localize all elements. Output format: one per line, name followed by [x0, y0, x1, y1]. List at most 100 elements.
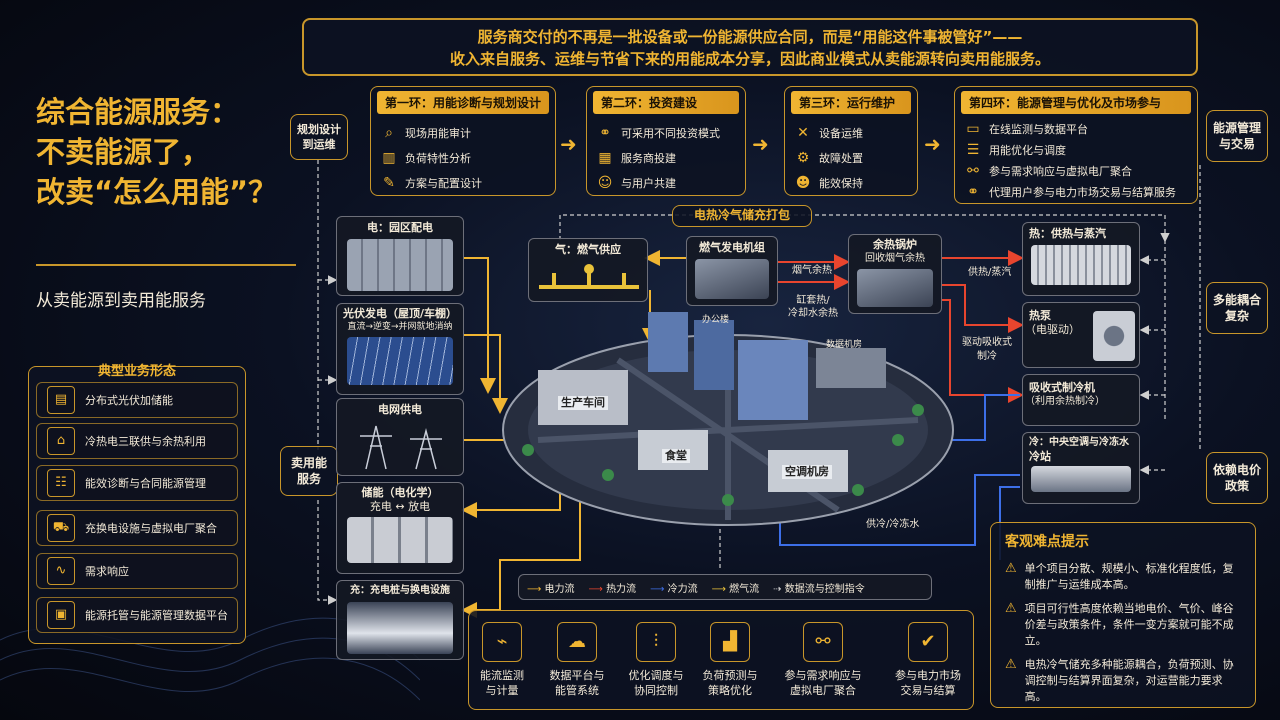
flow-label-cooling: 供冷/冷冻水: [866, 519, 920, 530]
node-power-distribution: 电：园区配电: [336, 216, 464, 296]
monitor-icon: ▭: [966, 120, 980, 137]
bundle-label: 电热冷气储充打包: [672, 205, 812, 227]
module-item: ☁数据平台与 能管系统: [541, 616, 613, 706]
platform-modules-panel: [468, 610, 974, 710]
boiler-image: [857, 269, 933, 307]
module-item: ⌁能流监测 与计量: [466, 616, 538, 706]
node-title: 冷：中央空调与冷冻水: [1029, 437, 1129, 448]
business-item: ∿需求响应: [36, 553, 238, 589]
module-label: 优化调度与 协同控制: [628, 669, 684, 697]
label-office: 办公楼: [702, 315, 730, 325]
stage-item-label: 与用户共建: [621, 176, 676, 190]
stage-4-card: 第四环：能源管理与优化及市场参与 ▭在线监测与数据平台 ☰用能优化与调度 ⚯参与…: [954, 86, 1198, 204]
business-item: ▣能源托管与能源管理数据平台: [36, 597, 238, 633]
power-tower-icon: [360, 425, 442, 470]
banner-line-1: 服务商交付的不再是一批设备或一份能源供应合同，而是“用能这件事被管好”——: [477, 28, 1023, 46]
node-storage: 储能（电化学） 充电 ↔ 放电: [336, 482, 464, 574]
solar-panel-image: [347, 337, 453, 385]
node-absorption-chiller: 吸收式制冷机 （利用余热制冷）: [1022, 374, 1140, 426]
stage-item-label: 参与需求响应与虚拟电厂聚合: [989, 164, 1132, 178]
generator-image: [695, 259, 769, 299]
stage-item: ▥负荷特性分析: [381, 145, 545, 170]
banner-line-2: 收入来自服务、运维与节省下来的用能成本分享，因此商业模式从卖能源转向卖用能服务。: [449, 50, 1050, 68]
label-canteen: 食堂: [662, 449, 690, 463]
stage-item-label: 能效保持: [819, 176, 863, 190]
stage-1-card: 第一环：用能诊断与规划设计 ⌕现场用能审计 ▥负荷特性分析 ✎方案与配置设计: [370, 86, 556, 196]
node-title: 充：充电桩与换电设施: [350, 585, 450, 596]
stage-item: ☺ 与用户共建: [597, 170, 735, 195]
stage-item: ☻ 能效保持: [795, 170, 907, 195]
title-line-2: 不卖能源了，: [36, 135, 211, 169]
legend-label: 数据流与控制指令: [784, 583, 865, 595]
title-line-3: 改卖“怎么用能”？: [36, 175, 278, 209]
module-label: 参与需求响应与 虚拟电厂聚合: [784, 669, 862, 697]
node-solar: 光伏发电（屋顶/车棚） 直流→逆变→并网就地消纳: [336, 303, 464, 395]
subtitle: 从卖能源到卖用能服务: [36, 291, 206, 311]
module-item: ▟负荷预测与 策略优化: [694, 616, 766, 706]
side-label-plan: 规划设计 到运维: [290, 114, 348, 160]
side-label-multi-coupling: 多能耦合 复杂: [1206, 282, 1268, 334]
handshake-icon: ⚭: [967, 183, 979, 200]
difficulty-item: ⚠项目可行性高度依赖当地电价、气价、峰谷价差与政策条件，条件一变方案就可能不成立…: [1005, 601, 1241, 649]
title-line-1: 综合能源服务：: [36, 95, 240, 129]
factory-icon: ⌂: [47, 427, 75, 455]
legend-label: 冷力流: [667, 583, 698, 595]
node-title: 电网供电: [378, 403, 422, 416]
stage-arrow: ➜: [752, 132, 769, 156]
switchgear-image: [347, 239, 453, 291]
ev-car-icon: ⛟: [47, 514, 75, 542]
node-charging: 充：充电桩与换电设施: [336, 580, 464, 660]
stage-item: ⚭可采用不同投资模式: [597, 120, 735, 145]
business-item-label: 分布式光伏加储能: [85, 394, 173, 407]
node-title: 燃气发电机组: [699, 241, 765, 254]
edit-icon: ✎: [383, 174, 395, 191]
node-title: 储能（电化学）: [361, 486, 439, 499]
stage-item-label: 代理用户参与电力市场交易与结算服务: [989, 185, 1176, 199]
solar-battery-icon: ▤: [47, 386, 75, 414]
gas-pipe-icon: [539, 264, 639, 289]
node-subtitle: 直流→逆变→并网就地消纳: [347, 322, 453, 332]
node-gas-generator: 燃气发电机组: [686, 236, 778, 306]
stage-item-label: 设备运维: [819, 126, 863, 140]
cloud-database-icon: ☁: [557, 622, 597, 662]
stage-item-label: 故障处置: [819, 151, 863, 165]
node-subtitle: （电驱动）: [1025, 323, 1080, 336]
module-label: 参与电力市场 交易与结算: [895, 669, 961, 697]
flow-label-absorption: 驱动吸收式 制冷: [962, 337, 1012, 362]
stage-item-label: 用能优化与调度: [989, 143, 1066, 157]
flow-label-heat: 供热/蒸汽: [968, 267, 1012, 278]
title-divider: [36, 264, 296, 266]
gear-icon: ⚙: [796, 149, 810, 166]
business-item: ⌂冷热电三联供与余热利用: [36, 423, 238, 459]
node-title: 吸收式制冷机: [1029, 381, 1095, 394]
node-central-cooling: 冷：中央空调与冷冻水 冷站: [1022, 432, 1140, 504]
battery-cabinet-image: [347, 517, 453, 563]
flow-label-jacket: 缸套热/ 冷却水余热: [788, 295, 838, 319]
business-forms-title: 典型业务形态: [97, 364, 176, 379]
document-icon: ☷: [47, 469, 75, 497]
user-icon: ☺: [597, 174, 613, 191]
node-heat-pump: 热泵 （电驱动）: [1022, 302, 1140, 368]
legend-item: ⇢ 数据流与控制指令: [773, 583, 865, 595]
node-title: 余热锅炉: [873, 238, 917, 251]
campus-illustration: [502, 312, 954, 526]
node-heating: 热：供热与蒸汽: [1022, 222, 1140, 296]
module-label: 负荷预测与 策略优化: [702, 669, 758, 697]
main-title: 综合能源服务： 不卖能源了， 改卖“怎么用能”？: [36, 92, 306, 212]
stage-item: ✕设备运维: [795, 120, 907, 145]
engineer-icon: ☻: [795, 174, 811, 191]
stage-item-label: 服务商投建: [621, 151, 676, 165]
node-grid: 电网供电: [336, 398, 464, 476]
warning-icon: ⚠: [1005, 601, 1017, 616]
node-gas-supply: 气：燃气供应: [528, 238, 648, 302]
stage-2-title: 第二环：投资建设: [593, 91, 739, 114]
node-title: 电：园区配电: [367, 221, 433, 234]
top-banner: 服务商交付的不再是一批设备或一份能源供应合同，而是“用能这件事被管好”—— 收入…: [302, 18, 1198, 76]
stage-1-title: 第一环：用能诊断与规划设计: [377, 91, 549, 114]
node-title: 光伏发电（屋顶/车棚）: [342, 307, 458, 320]
stage-3-title: 第三环：运行维护: [791, 91, 911, 114]
side-label-sell-service: 卖用能 服务: [280, 446, 338, 496]
side-label-policy: 依赖电价 政策: [1206, 452, 1268, 504]
business-item: ⛟充换电设施与虚拟电厂聚合: [36, 510, 238, 546]
node-title: 热：供热与蒸汽: [1029, 227, 1106, 240]
